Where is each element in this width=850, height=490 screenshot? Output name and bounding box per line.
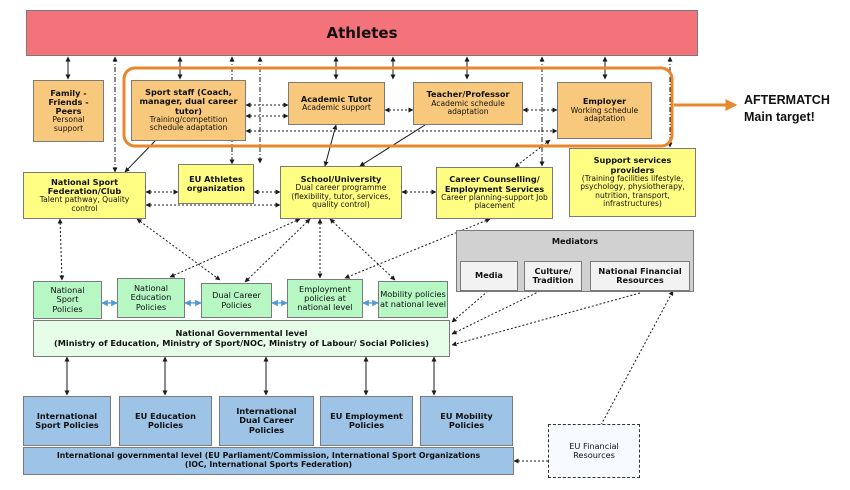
eu-financial-resources-box: EU Financial Resources bbox=[548, 424, 640, 478]
mediator-culture-label: Culture/ Tradition bbox=[532, 265, 574, 285]
national-governmental-box: National Governmental level (Ministry of… bbox=[33, 320, 450, 357]
support-services-box: Support services providers (Training fac… bbox=[569, 148, 696, 217]
eu-athletes-box: EU Athletes organization bbox=[178, 164, 254, 204]
mediator-links bbox=[451, 290, 674, 464]
teacher-title: Teacher/Professor bbox=[426, 89, 510, 100]
career-counselling-box: Career Counselling/ Employment Services … bbox=[436, 167, 553, 219]
support-services-title: Support services providers bbox=[593, 155, 672, 175]
academic-tutor-box: Academic Tutor Academic support bbox=[288, 82, 385, 125]
athletes-banner: Athletes bbox=[26, 10, 698, 56]
national-sport-federation-sub: Talent pathway, Quality control bbox=[39, 195, 130, 213]
career-counselling-title: Career Counselling/ Employment Services bbox=[444, 174, 545, 194]
career-counselling-sub: Career planning-support Job placement bbox=[441, 192, 548, 211]
national-sport-policies-box: National Sport Policies bbox=[33, 281, 102, 319]
national-gov-title: National Governmental level bbox=[175, 328, 308, 339]
support-services-sub: (Training facilities lifestyle, psycholo… bbox=[580, 173, 685, 209]
international-governmental-box: International governmental level (EU Par… bbox=[23, 447, 514, 475]
national-sport-policies-label: National Sport Policies bbox=[50, 285, 85, 314]
aftermatch-line2: Main target! bbox=[744, 109, 815, 124]
sport-staff-title: Sport staff (Coach, manager, dual career… bbox=[139, 87, 238, 116]
family-sub: Personal support bbox=[52, 115, 85, 133]
employment-policies-label: Employment policies at national level bbox=[297, 283, 353, 313]
teacher-sub: Academic schedule adaptation bbox=[431, 98, 505, 117]
family-title: Family - Friends - Peers bbox=[48, 87, 89, 117]
sport-staff-box: Sport staff (Coach, manager, dual career… bbox=[131, 80, 246, 141]
international-dual-career-label: International Dual Career Policies bbox=[236, 406, 297, 435]
national-education-policies-label: National Education Policies bbox=[130, 283, 172, 312]
international-sport-policies-box: International Sport Policies bbox=[23, 396, 111, 446]
eu-financial-resources-label: EU Financial Resources bbox=[569, 440, 619, 460]
international-gov-sub: (IOC, International Sports Federation) bbox=[184, 460, 353, 469]
mediator-finance-box: National Financial Resources bbox=[590, 261, 690, 291]
employer-sub: Working schedule adaptation bbox=[570, 105, 639, 124]
mediator-media-label: Media bbox=[475, 270, 503, 281]
national-sport-federation-box: National Sport Federation/Club Talent pa… bbox=[23, 172, 146, 219]
eu-athletes-title: EU Athletes organization bbox=[186, 173, 246, 193]
international-gov-title: International governmental level (EU Par… bbox=[56, 451, 481, 461]
national-gov-sub: (Ministry of Education, Ministry of Spor… bbox=[54, 337, 429, 348]
eu-mobility-policies-label: EU Mobility Policies bbox=[440, 410, 493, 430]
eu-employment-policies-box: EU Employment Policies bbox=[320, 396, 413, 446]
international-sport-policies-label: International Sport Policies bbox=[35, 410, 99, 430]
teacher-box: Teacher/Professor Academic schedule adap… bbox=[413, 82, 523, 125]
school-title: School/University bbox=[300, 174, 382, 185]
mobility-policies-box: Mobility policies at national level bbox=[378, 281, 448, 318]
employment-policies-box: Employment policies at national level bbox=[287, 279, 363, 318]
mediator-finance-label: National Financial Resources bbox=[598, 265, 682, 285]
academic-tutor-title: Academic Tutor bbox=[300, 93, 373, 104]
mediator-media-box: Media bbox=[460, 261, 518, 291]
mobility-policies-label: Mobility policies at national level bbox=[379, 289, 447, 309]
dual-career-policies-label: Dual Career Policies bbox=[212, 290, 261, 310]
dual-career-policies-box: Dual Career Policies bbox=[201, 283, 272, 318]
aftermatch-line1: AFTERMATCH bbox=[744, 93, 830, 107]
eu-employment-policies-label: EU Employment Policies bbox=[330, 410, 403, 430]
family-box: Family - Friends - Peers Personal suppor… bbox=[33, 80, 104, 142]
mediator-culture-box: Culture/ Tradition bbox=[524, 261, 582, 291]
academic-tutor-sub: Academic support bbox=[302, 102, 371, 112]
national-sport-federation-title: National Sport Federation/Club bbox=[47, 176, 122, 196]
aftermatch-label: AFTERMATCH Main target! bbox=[744, 92, 830, 126]
main-target-highlight bbox=[122, 66, 674, 148]
policy-links bbox=[57, 218, 491, 283]
eu-education-policies-label: EU Education Policies bbox=[135, 410, 196, 430]
employer-title: Employer bbox=[582, 96, 627, 107]
top-row-links bbox=[245, 102, 558, 134]
eu-education-policies-box: EU Education Policies bbox=[119, 396, 212, 446]
international-links bbox=[64, 356, 437, 396]
employer-box: Employer Working schedule adaptation bbox=[557, 82, 652, 139]
national-education-policies-box: National Education Policies bbox=[117, 278, 185, 318]
athletes-label: Athletes bbox=[326, 24, 398, 42]
sport-staff-sub: Training/competition schedule adaptation bbox=[149, 114, 228, 133]
eu-mobility-policies-box: EU Mobility Policies bbox=[420, 396, 513, 446]
school-sub: Dual career programme (flexibility, tuto… bbox=[291, 183, 391, 210]
international-dual-career-box: International Dual Career Policies bbox=[219, 396, 314, 446]
school-university-box: School/University Dual career programme … bbox=[280, 166, 402, 219]
mediators-title: Mediators bbox=[551, 236, 599, 246]
